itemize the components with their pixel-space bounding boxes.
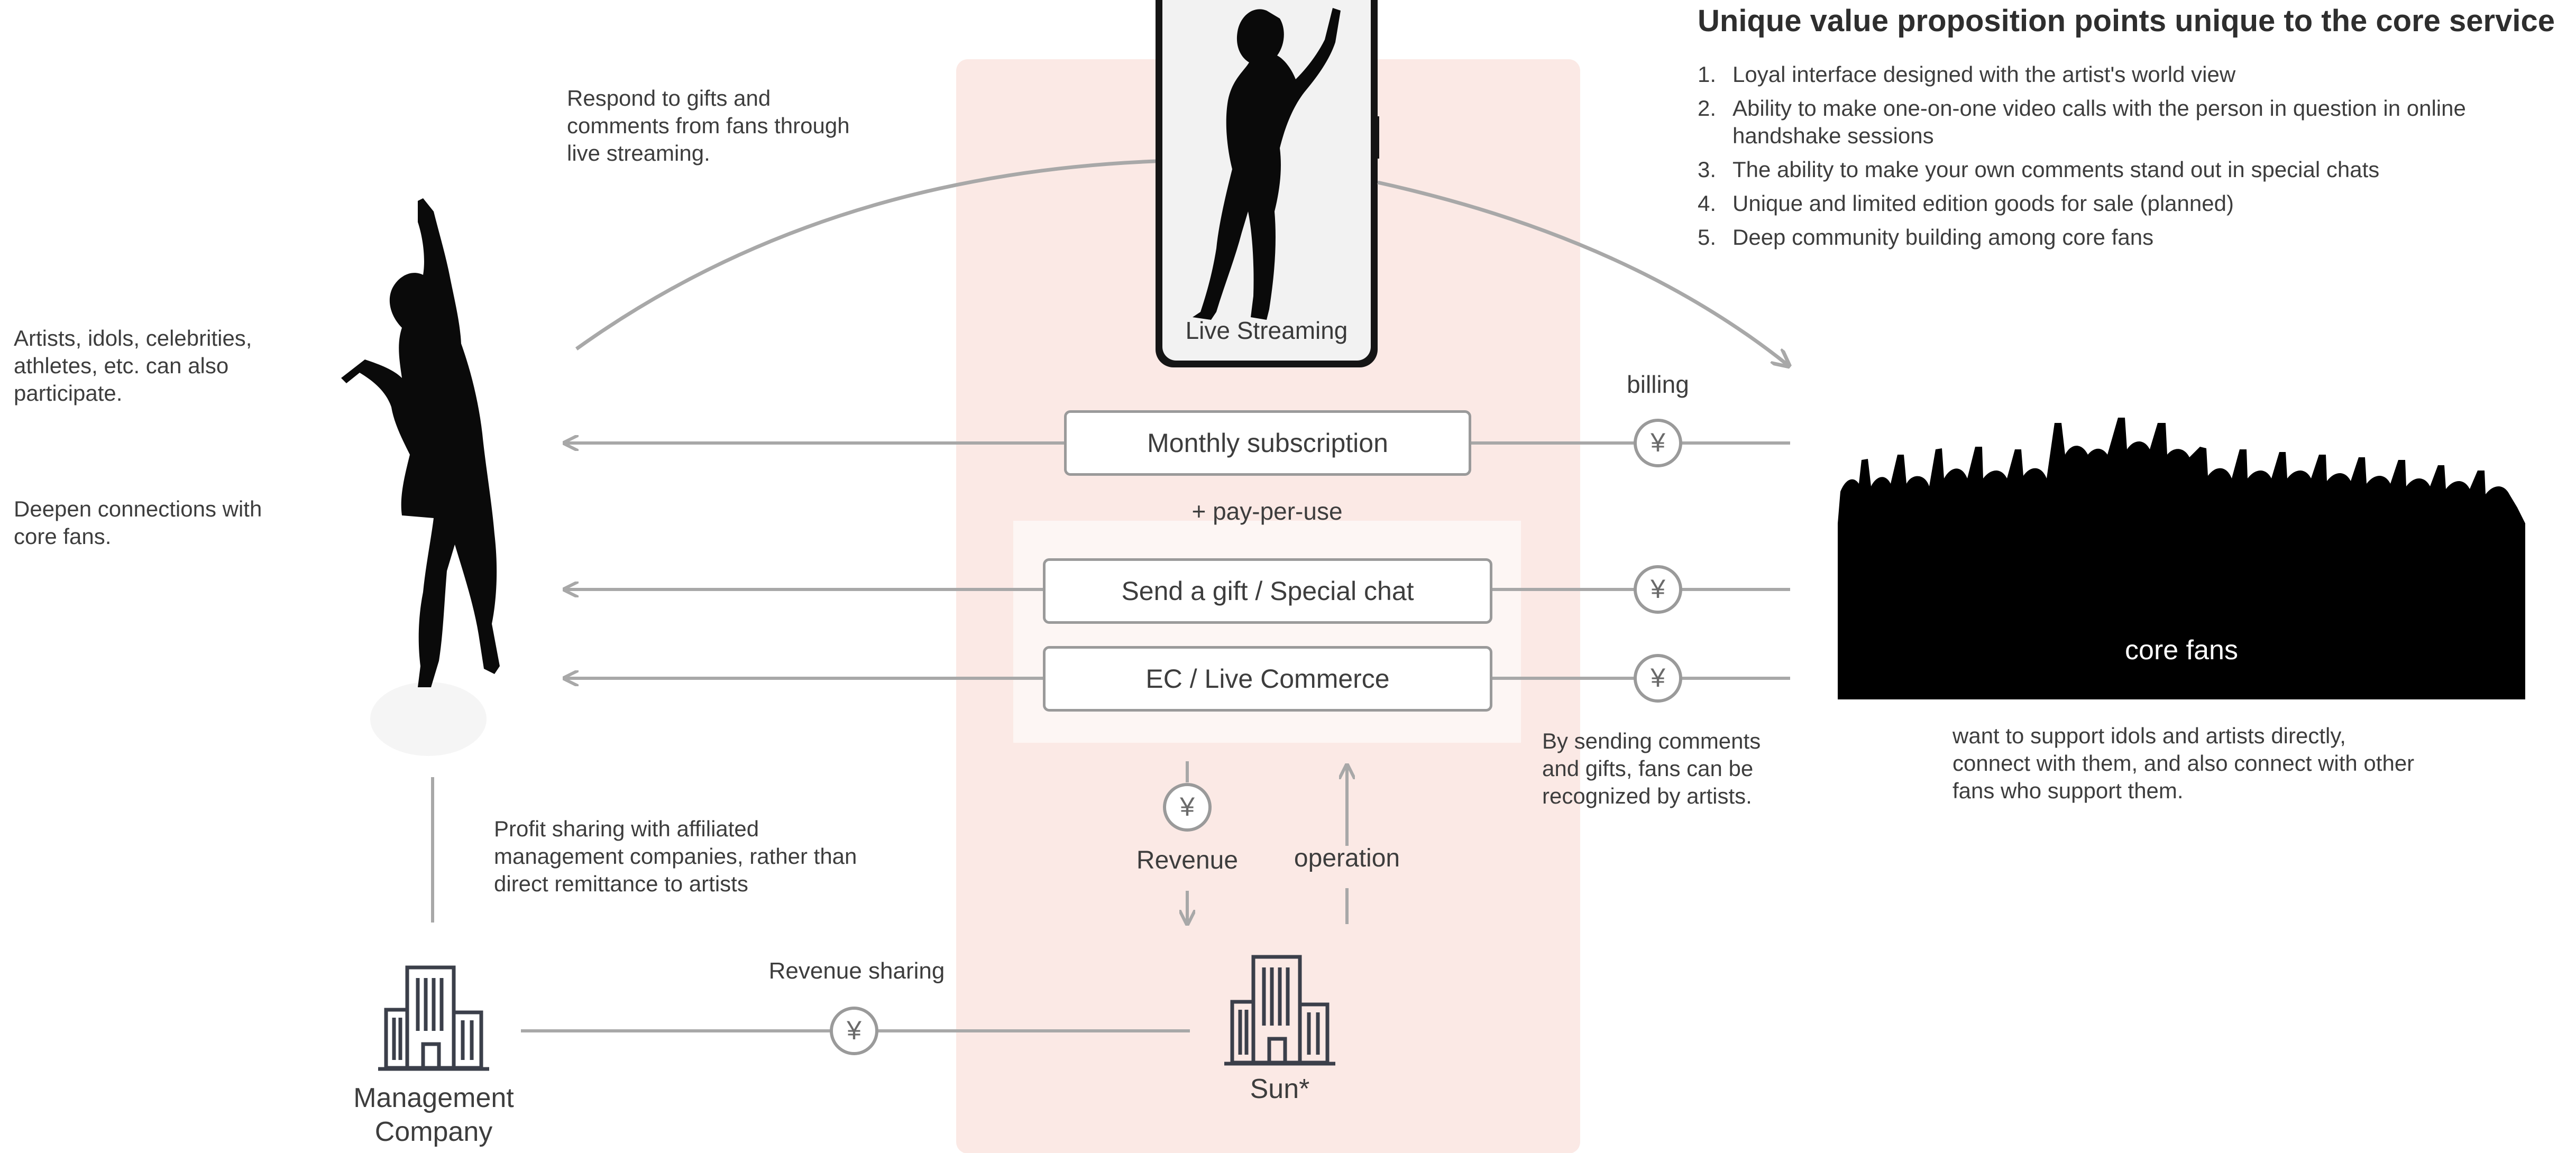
recognized-note: By sending comments and gifts, fans can … (1542, 728, 1761, 808)
uvp-item-text: Deep community building among core fans (1732, 225, 2154, 250)
uvp-item: 5. Deep community building among core fan… (1698, 224, 2544, 251)
operation-label: operation (1294, 844, 1400, 872)
sun-label: Sun* (1250, 1074, 1310, 1104)
crowd-silhouette (1838, 418, 2525, 699)
sun-building-icon (1224, 955, 1335, 1066)
uvp-item: 3. The ability to make your own comments… (1698, 156, 2544, 183)
revenue-label: Revenue (1136, 846, 1239, 874)
yen-circle-billing (1634, 419, 1682, 467)
revenue-sharing-label: Revenue sharing (768, 958, 945, 984)
yen-circle-revenue (1163, 783, 1212, 832)
streaming-arc-right (1377, 180, 1787, 365)
phone-illustration (1156, 0, 1379, 367)
participants-note: Artists, idols, celebrities, athletes, e… (14, 326, 252, 405)
uvp-item-number: 5. (1698, 225, 1717, 250)
yen-circle-ec (1634, 654, 1682, 703)
singer-silhouette-phone (1193, 8, 1341, 320)
respond-note: Respond to gifts and comments from fans … (567, 86, 850, 165)
uvp-item-number: 1. (1698, 62, 1717, 87)
uvp-item-text: Unique and limited edition goods for sal… (1732, 191, 2234, 216)
streaming-arc (575, 159, 1156, 350)
uvp-item-number: 3. (1698, 157, 1717, 182)
uvp-item: 2. Ability to make one-on-one video calls… (1698, 95, 2544, 150)
yen-circle-sharing (830, 1007, 878, 1055)
uvp-list: 1. Loyal interface designed with the arti… (1698, 61, 2544, 257)
profit-sharing-note: Profit sharing with affiliated managemen… (494, 816, 857, 896)
uvp-item-text: The ability to make your own comments st… (1732, 157, 2380, 182)
uvp-item: 4. Unique and limited edition goods for s… (1698, 190, 2544, 217)
core-fans-label: core fans (2125, 635, 2238, 666)
billing-label: billing (1627, 371, 1689, 398)
ec-live-commerce-box: EC / Live Commerce (1043, 646, 1492, 712)
live-streaming-label: Live Streaming (1185, 317, 1348, 344)
yen-symbol-revenue: ¥ (1180, 792, 1195, 822)
uvp-title: Unique value proposition points unique t… (1698, 4, 2555, 38)
yen-symbol-sharing: ¥ (847, 1016, 861, 1045)
management-company-label: Management Company (353, 1083, 514, 1147)
yen-circle-gift (1634, 565, 1682, 614)
yen-symbol-gift: ¥ (1651, 574, 1665, 604)
gift-special-chat-box: Send a gift / Special chat (1043, 558, 1492, 624)
artist-silhouette (341, 198, 500, 756)
uvp-item-text: Ability to make one-on-one video calls w… (1732, 96, 2466, 148)
uvp-item-text: Loyal interface designed with the artist… (1732, 62, 2236, 87)
yen-symbol-ec: ¥ (1651, 663, 1665, 693)
uvp-item-number: 2. (1698, 96, 1717, 121)
fans-want-note: want to support idols and artists direct… (1952, 723, 2415, 803)
uvp-item-number: 4. (1698, 191, 1717, 216)
yen-symbol-billing: ¥ (1651, 428, 1665, 457)
monthly-subscription-box: Monthly subscription (1064, 410, 1471, 476)
deepen-note: Deepen connections with core fans. (14, 496, 262, 549)
uvp-item: 1. Loyal interface designed with the arti… (1698, 61, 2544, 88)
management-building-icon (378, 965, 489, 1071)
pay-per-use-label: + pay-per-use (1191, 497, 1343, 525)
